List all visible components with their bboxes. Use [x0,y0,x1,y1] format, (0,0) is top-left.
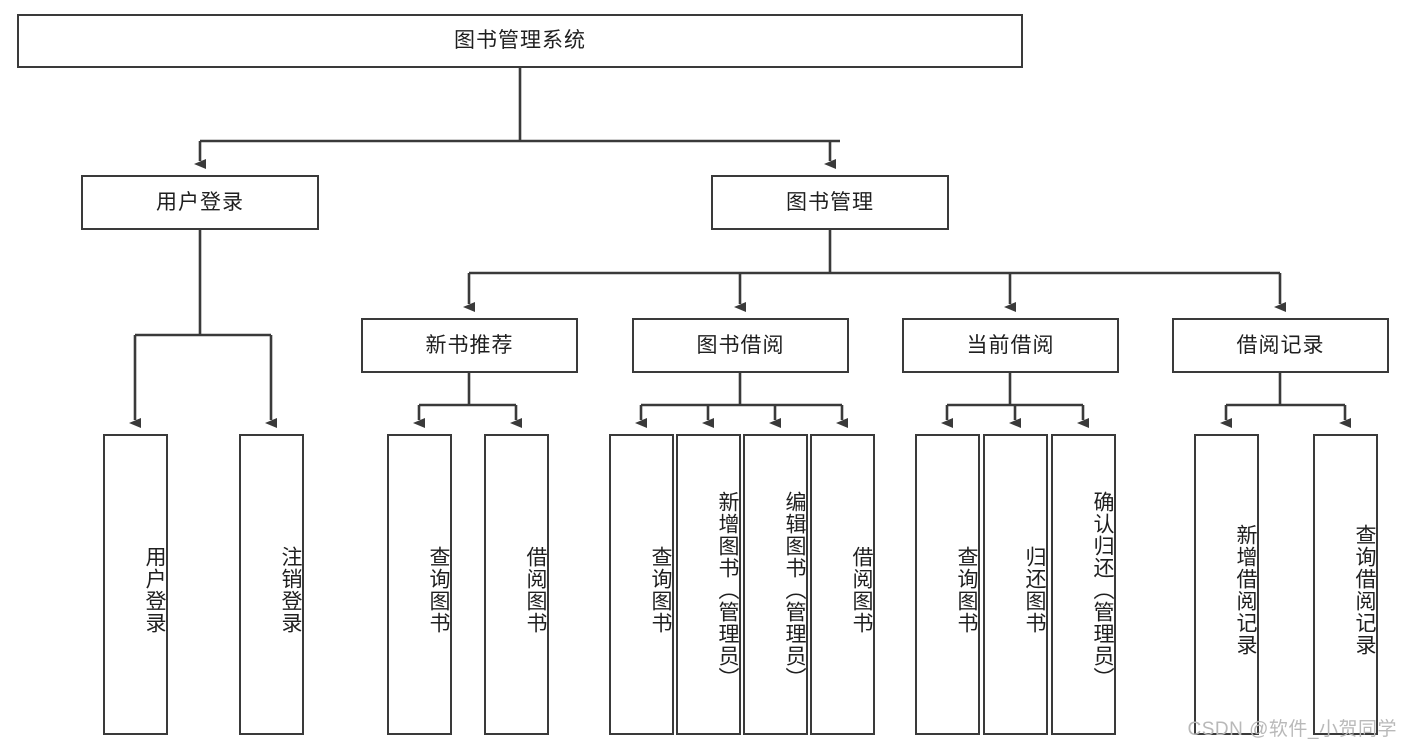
leaf-borrow-book-rec[interactable]: 借阅图书 [484,434,549,735]
leaf-logout-label: 注销登录 [279,545,302,634]
node-book-manage[interactable]: 图书管理 [711,175,949,230]
leaf-logout[interactable]: 注销登录 [239,434,304,735]
leaf-add-record-label: 新增借阅记录 [1234,523,1257,656]
node-book-borrow[interactable]: 图书借阅 [632,318,849,373]
node-book-borrow-label: 图书借阅 [696,333,785,357]
leaf-confirm-return-admin-label: 确认归还（管理员） [1091,490,1114,689]
node-user-login[interactable]: 用户登录 [81,175,319,230]
node-borrow-record[interactable]: 借阅记录 [1172,318,1389,373]
node-book-manage-label: 图书管理 [786,190,874,214]
node-new-book-recommend[interactable]: 新书推荐 [361,318,578,373]
leaf-borrow-book-rec-label: 借阅图书 [524,545,547,634]
leaf-add-record[interactable]: 新增借阅记录 [1194,434,1259,735]
leaf-query-book-cur-label: 查询图书 [955,545,978,634]
leaf-borrow-book-label: 借阅图书 [850,545,873,634]
leaf-query-record[interactable]: 查询借阅记录 [1313,434,1378,735]
leaf-query-book-borrow[interactable]: 查询图书 [609,434,674,735]
leaf-borrow-book[interactable]: 借阅图书 [810,434,875,735]
node-root[interactable]: 图书管理系统 [17,14,1023,68]
leaf-confirm-return-admin[interactable]: 确认归还（管理员） [1051,434,1116,735]
leaf-query-book-cur[interactable]: 查询图书 [915,434,980,735]
leaf-user-login[interactable]: 用户登录 [103,434,168,735]
leaf-edit-book-admin-label: 编辑图书（管理员） [783,490,806,689]
node-current-borrow[interactable]: 当前借阅 [902,318,1119,373]
node-user-login-label: 用户登录 [156,190,244,214]
leaf-add-book-admin-label: 新增图书（管理员） [716,490,739,689]
leaf-return-book[interactable]: 归还图书 [983,434,1048,735]
leaf-query-book-rec[interactable]: 查询图书 [387,434,452,735]
node-current-borrow-label: 当前借阅 [966,333,1055,357]
leaf-return-book-label: 归还图书 [1023,545,1046,634]
node-borrow-record-label: 借阅记录 [1236,333,1325,357]
leaf-edit-book-admin[interactable]: 编辑图书（管理员） [743,434,808,735]
leaf-user-login-label: 用户登录 [143,545,166,634]
leaf-query-record-label: 查询借阅记录 [1353,523,1376,656]
node-new-book-recommend-label: 新书推荐 [425,333,514,357]
leaf-add-book-admin[interactable]: 新增图书（管理员） [676,434,741,735]
node-root-label: 图书管理系统 [454,29,586,53]
leaf-query-book-borrow-label: 查询图书 [649,545,672,634]
watermark: CSDN @软件_小贺同学 [1187,719,1397,740]
leaf-query-book-rec-label: 查询图书 [427,545,450,634]
